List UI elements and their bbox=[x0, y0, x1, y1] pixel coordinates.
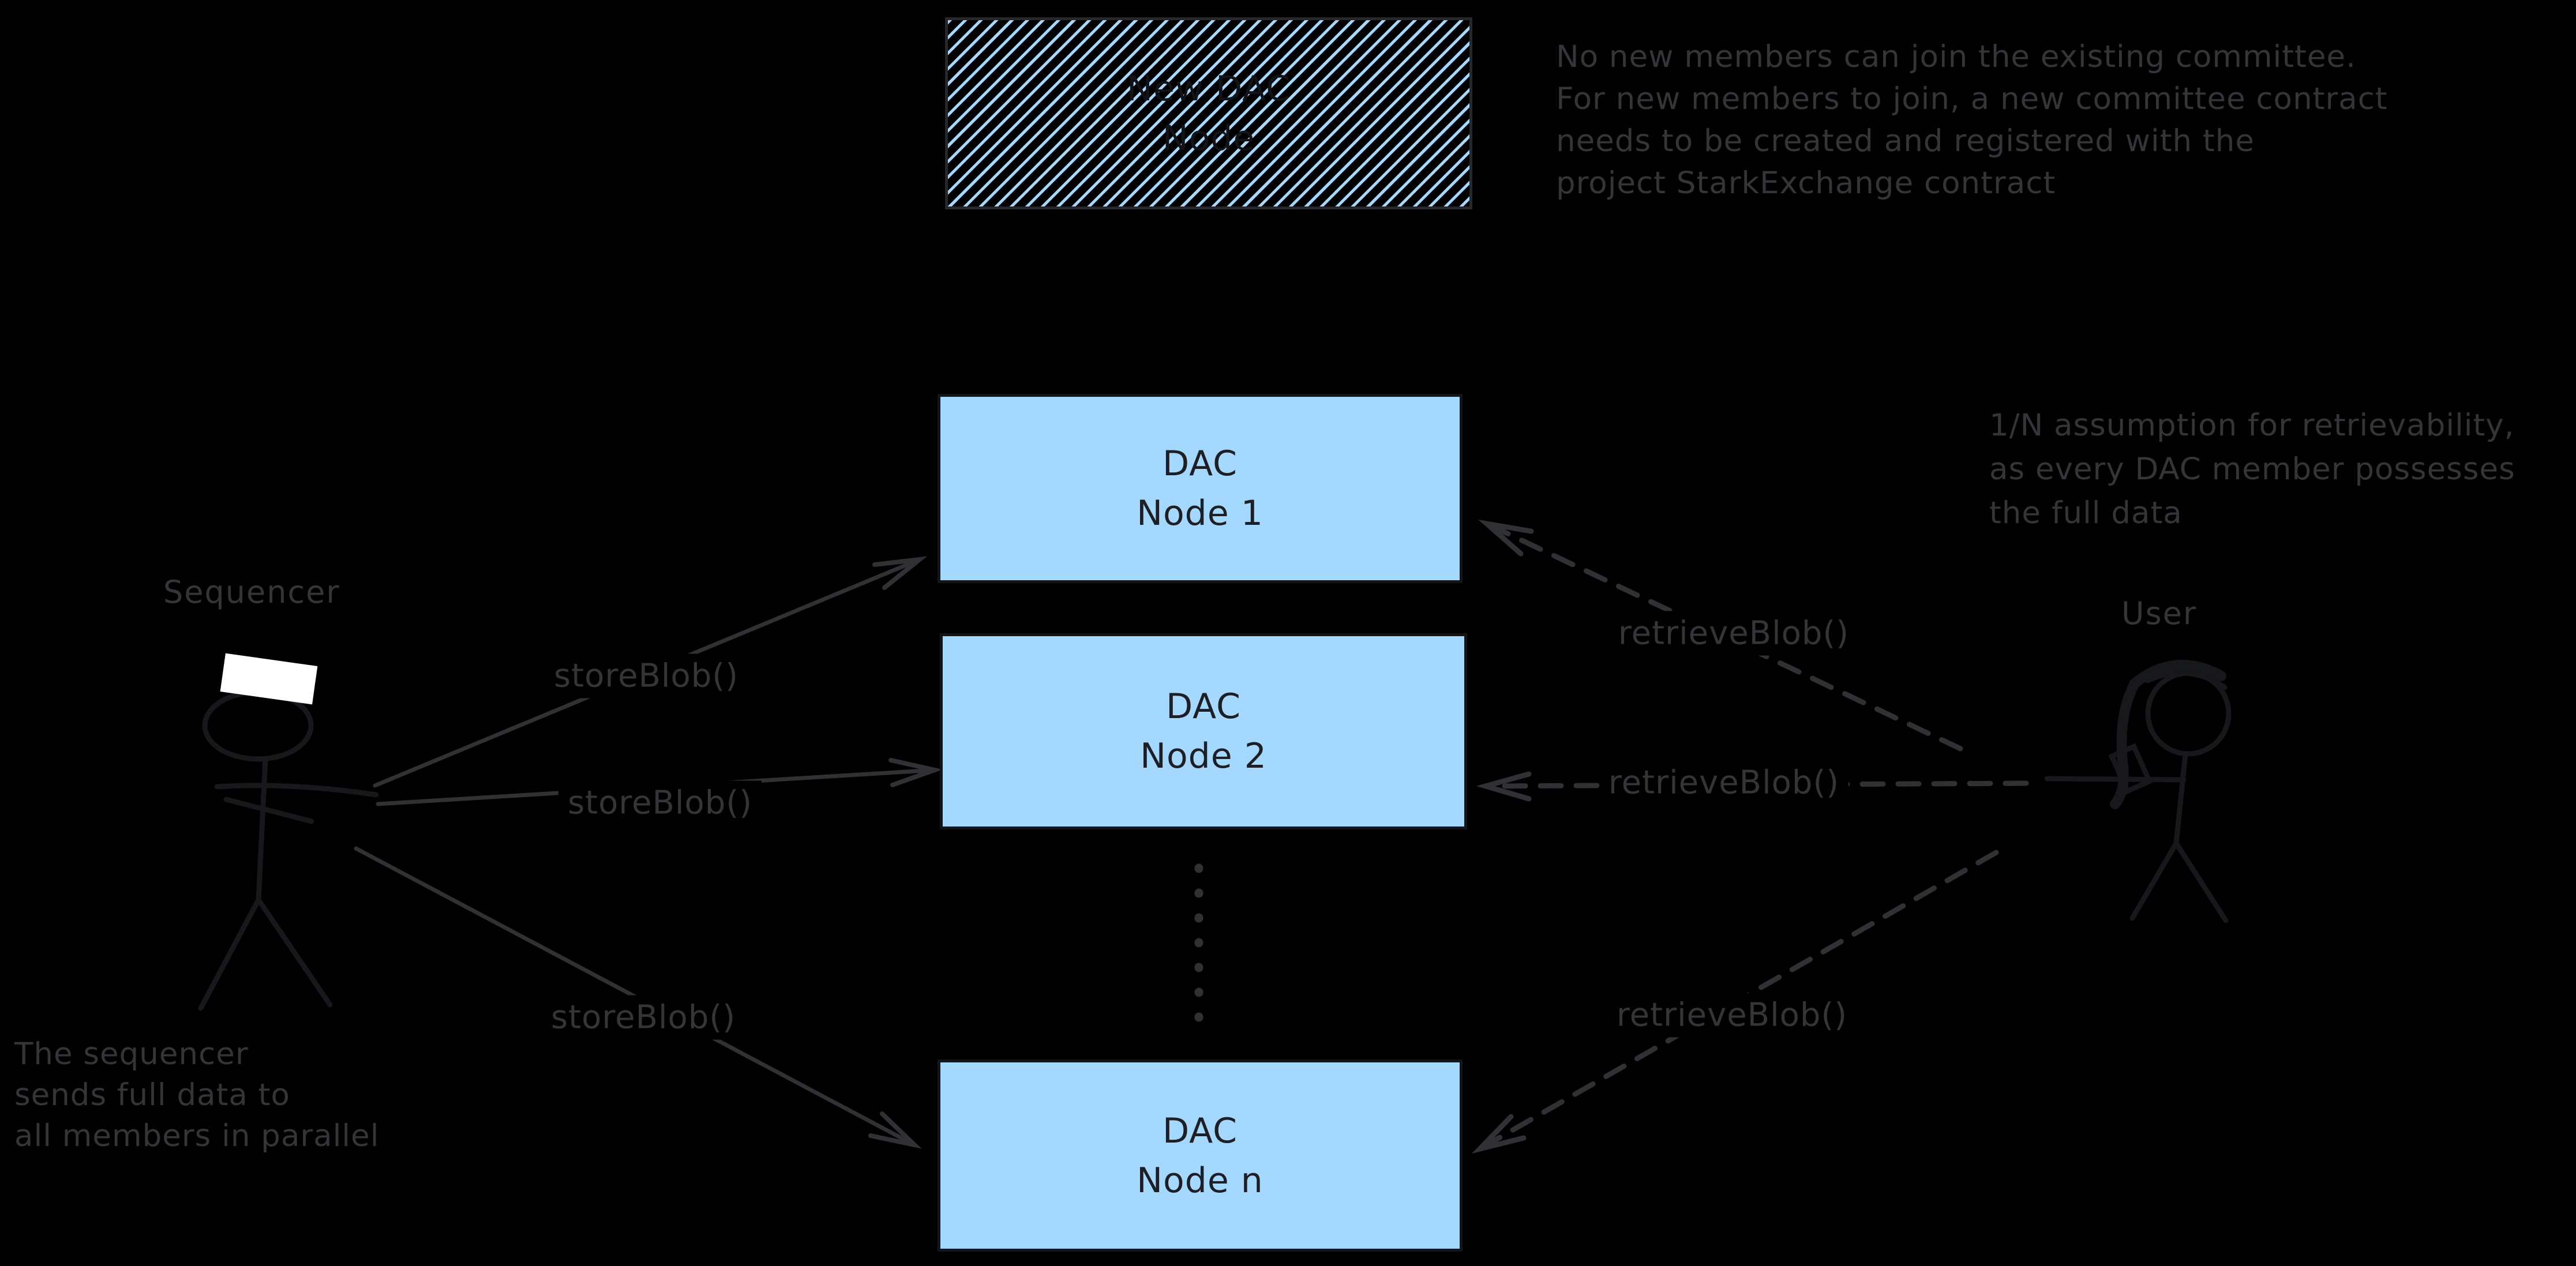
user-figure-icon bbox=[2044, 659, 2232, 923]
storeblob-label-1: storeBlob() bbox=[544, 653, 748, 698]
committee-note-line: needs to be created and registered with … bbox=[1556, 123, 2255, 159]
user-label: User bbox=[2121, 595, 2198, 632]
retrievability-note-line: 1/N assumption for retrievability, bbox=[1989, 408, 2515, 443]
sequencer-hat-icon bbox=[220, 653, 318, 705]
storeblob-label-3: storeBlob() bbox=[541, 995, 745, 1040]
sequencer-note-line: sends full data to bbox=[14, 1077, 290, 1113]
new-dac-node-label-line2: Node bbox=[1162, 118, 1255, 159]
sequencer-label: Sequencer bbox=[163, 574, 340, 610]
sequencer-note-line: all members in parallel bbox=[14, 1118, 380, 1154]
dac-node-1-label-line2: Node 1 bbox=[1137, 493, 1263, 534]
sequencer-figure-icon bbox=[198, 653, 379, 1011]
retrievability-note: 1/N assumption for retrievability, as ev… bbox=[1989, 404, 2515, 535]
dac-node-2-box: DAC Node 2 bbox=[940, 633, 1467, 829]
dac-node-n-label-line1: DAC bbox=[1162, 1110, 1238, 1151]
storeblob-label-2: storeBlob() bbox=[558, 780, 762, 825]
committee-note: No new members can join the existing com… bbox=[1556, 36, 2388, 204]
new-dac-node-label-line1: New DAC bbox=[1127, 68, 1291, 109]
new-dac-node-box: New DAC Node bbox=[945, 17, 1472, 209]
sequencer-note: The sequencer sends full data to all mem… bbox=[14, 1034, 379, 1156]
dac-node-1-box: DAC Node 1 bbox=[938, 394, 1463, 583]
retrievability-note-line: as every DAC member possesses bbox=[1989, 452, 2515, 487]
sequencer-note-line: The sequencer bbox=[14, 1036, 249, 1072]
committee-note-line: project StarkExchange contract bbox=[1556, 166, 2056, 201]
retrieveblob-label-2: retrieveBlob() bbox=[1599, 760, 1849, 805]
dac-node-n-box: DAC Node n bbox=[938, 1060, 1463, 1252]
dac-node-2-label-line2: Node 2 bbox=[1140, 736, 1267, 776]
dac-node-n-label-line2: Node n bbox=[1137, 1160, 1263, 1201]
dac-node-1-label-line1: DAC bbox=[1162, 444, 1238, 484]
committee-note-line: For new members to join, a new committee… bbox=[1556, 81, 2388, 117]
retrieveblob-label-1: retrieveBlob() bbox=[1608, 611, 1859, 656]
committee-note-line: No new members can join the existing com… bbox=[1556, 39, 2357, 74]
retrievability-note-line: the full data bbox=[1989, 495, 2183, 531]
retrieveblob-label-3: retrieveBlob() bbox=[1607, 993, 1857, 1038]
dac-node-2-label-line1: DAC bbox=[1165, 686, 1242, 727]
